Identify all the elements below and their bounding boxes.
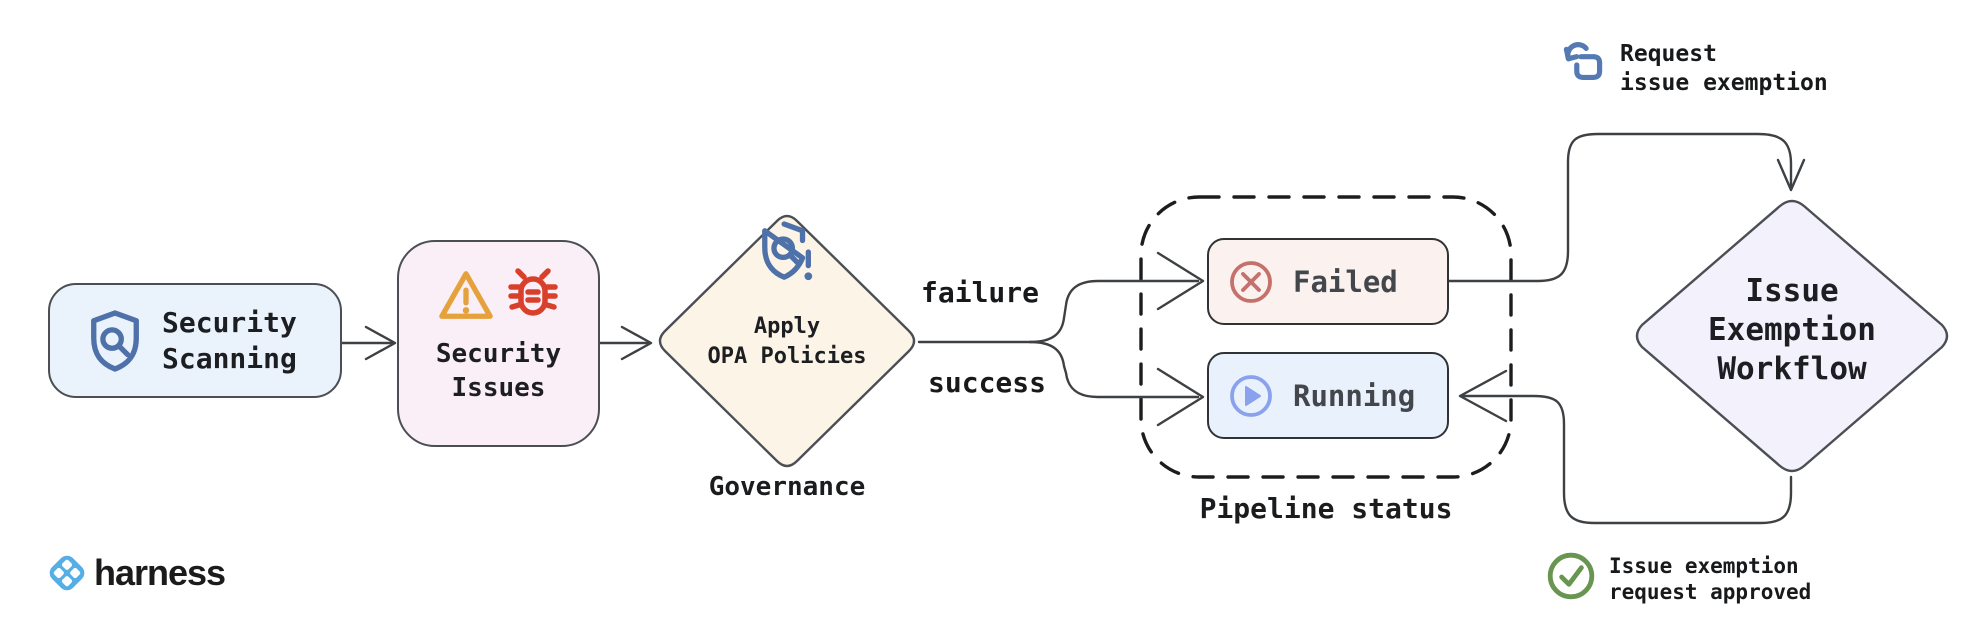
arrowhead-into-workflow — [1776, 158, 1806, 192]
pipeline-status-caption: Pipeline status — [1199, 492, 1453, 525]
harness-logo-icon — [49, 555, 85, 591]
security-issues-label: Security Issues — [435, 339, 562, 403]
failure-edge-label: failure — [921, 276, 1040, 309]
harness-logo: harness — [46, 552, 226, 594]
failed-circle-x-icon — [1230, 260, 1272, 303]
node-failed: Failed — [1207, 238, 1449, 325]
exemption-approved-annotation: Issue exemption request approved — [1545, 550, 1811, 605]
issue-exemption-workflow-diamond — [1635, 199, 1949, 473]
edge-workflow-to-running — [1460, 394, 1793, 525]
request-exemption-annotation: Request issue exemption — [1558, 38, 1828, 98]
running-play-icon — [1230, 374, 1272, 417]
exemption-approved-text: Issue exemption request approved — [1609, 554, 1812, 604]
policy-shield-icon — [758, 219, 818, 293]
warning-icon — [438, 271, 493, 319]
issue-exemption-workflow-label: Issue Exemption Workflow — [1708, 273, 1876, 387]
apply-opa-policies-diamond — [658, 214, 916, 468]
harness-wordmark: harness — [94, 552, 226, 593]
node-security-issues: Security Issues — [397, 240, 600, 447]
governance-caption: Governance — [708, 472, 866, 502]
edge-failed-to-workflow — [1447, 132, 1793, 283]
arrowhead-issues-to-opa — [620, 325, 653, 361]
failed-label: Failed — [1293, 264, 1398, 299]
success-edge-label: success — [928, 366, 1047, 399]
node-security-scanning: Security Scanning — [48, 283, 342, 398]
apply-opa-policies-label: Apply OPA Policies — [707, 314, 867, 369]
shield-scan-icon — [91, 309, 139, 372]
edge-failure-branch — [1028, 279, 1200, 344]
tap-request-icon — [1563, 42, 1603, 80]
arrowhead-into-failed — [1156, 251, 1205, 311]
security-scanning-label: Security Scanning — [162, 305, 297, 375]
edge-success-branch — [1028, 340, 1200, 399]
request-exemption-text: Request issue exemption — [1620, 41, 1828, 96]
arrowhead-back-into-running — [1458, 369, 1508, 423]
bug-icon — [507, 268, 558, 316]
arrowhead-into-running — [1156, 367, 1205, 427]
node-running: Running — [1207, 352, 1449, 439]
check-circle-icon — [1547, 552, 1595, 600]
pipeline-status-container — [1139, 195, 1513, 479]
running-label: Running — [1293, 378, 1416, 413]
arrowhead-scan-to-issues — [364, 325, 397, 361]
